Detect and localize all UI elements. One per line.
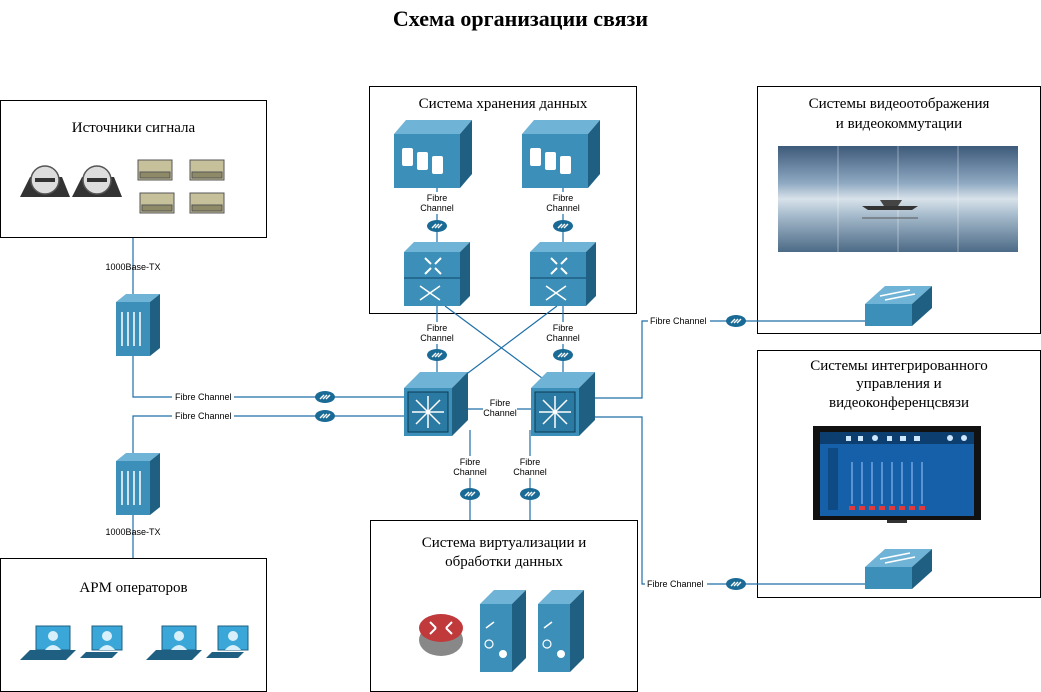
fc-label-line1: Fibre <box>520 457 541 467</box>
link-label-base-tx-top: 1000Base-TX <box>105 262 160 272</box>
video-display-title-2: и видеокоммутации <box>835 116 963 132</box>
fc-stacked-labels: Fibre Channel Fibre Channel Fibre Channe… <box>420 192 580 478</box>
drive-icon <box>20 165 70 197</box>
virtualization-title-2: обработки данных <box>445 554 563 570</box>
link-lines <box>132 188 865 585</box>
workgroup-switch-icon <box>865 286 932 326</box>
link-label-fc-control: Fibre Channel <box>647 579 704 589</box>
fc-badge-icon <box>519 487 541 501</box>
fc-label-line1: Fibre <box>553 193 574 203</box>
storage-array-icon <box>394 120 472 188</box>
workgroup-switch-icon <box>865 549 932 589</box>
ethernet-switch-icon <box>116 294 160 356</box>
storage-array-icon <box>522 120 600 188</box>
laptop-icon <box>20 625 76 660</box>
fc-badge-icon <box>552 348 574 362</box>
fc-label-line1: Fibre <box>427 193 448 203</box>
fc-badge-icon <box>725 577 747 591</box>
operators-box: АРМ операторов <box>0 558 267 692</box>
firewall-router-icon <box>419 614 463 656</box>
integrated-control-title-3: видеоконференцсвязи <box>829 395 969 411</box>
drive-icon <box>72 165 122 197</box>
fc-label-line2: Channel <box>513 467 547 477</box>
fc-switch-icon <box>404 372 468 436</box>
touch-panel-icon <box>813 426 981 523</box>
laptop-icon <box>146 625 202 660</box>
router-icon <box>404 242 470 306</box>
workstation-icon <box>80 625 123 658</box>
link-label-fc-video: Fibre Channel <box>650 316 707 326</box>
fc-label-line2: Channel <box>420 203 454 213</box>
fc-label-line1: Fibre <box>460 457 481 467</box>
video-wall-icon <box>778 146 1018 252</box>
fc-badge-icon <box>725 314 747 328</box>
fc-label-line2: Channel <box>546 333 580 343</box>
operators-title: АРМ операторов <box>79 580 188 596</box>
storage-title: Система хранения данных <box>418 96 588 112</box>
router-icon <box>530 242 596 306</box>
printer-icon <box>137 159 225 214</box>
video-display-title-1: Системы видеоотображения <box>808 96 990 112</box>
fc-label-line1: Fibre <box>553 323 574 333</box>
fc-badge-icon <box>426 219 448 233</box>
fc-badge-icon <box>459 487 481 501</box>
fc-label-line2: Channel <box>483 408 517 418</box>
page-title: Схема организации связи <box>392 6 649 31</box>
server-icon <box>538 590 584 672</box>
fc-label-line2: Channel <box>453 467 487 477</box>
link-label-fc-2: Fibre Channel <box>175 411 232 421</box>
ethernet-switch-icon <box>116 453 160 515</box>
fc-label-line1: Fibre <box>427 323 448 333</box>
fc-label-line2: Channel <box>546 203 580 213</box>
signal-sources-title: Источники сигнала <box>71 120 196 136</box>
fc-badge-icon <box>426 348 448 362</box>
link-label-fc-1: Fibre Channel <box>175 392 232 402</box>
fc-label-line2: Channel <box>420 333 454 343</box>
server-icon <box>480 590 526 672</box>
fc-switch-icon <box>531 372 595 436</box>
integrated-control-title-2: управления и <box>856 376 942 392</box>
virtualization-title-1: Система виртуализации и <box>421 535 587 551</box>
fc-badge-icon <box>314 409 336 423</box>
fc-label-line1: Fibre <box>490 398 511 408</box>
link-label-base-tx-bottom: 1000Base-TX <box>105 527 160 537</box>
integrated-control-title-1: Системы интегрированного <box>810 358 988 374</box>
workstation-icon <box>206 625 249 658</box>
fc-badge-icon <box>314 390 336 404</box>
fc-badge-icon <box>552 219 574 233</box>
